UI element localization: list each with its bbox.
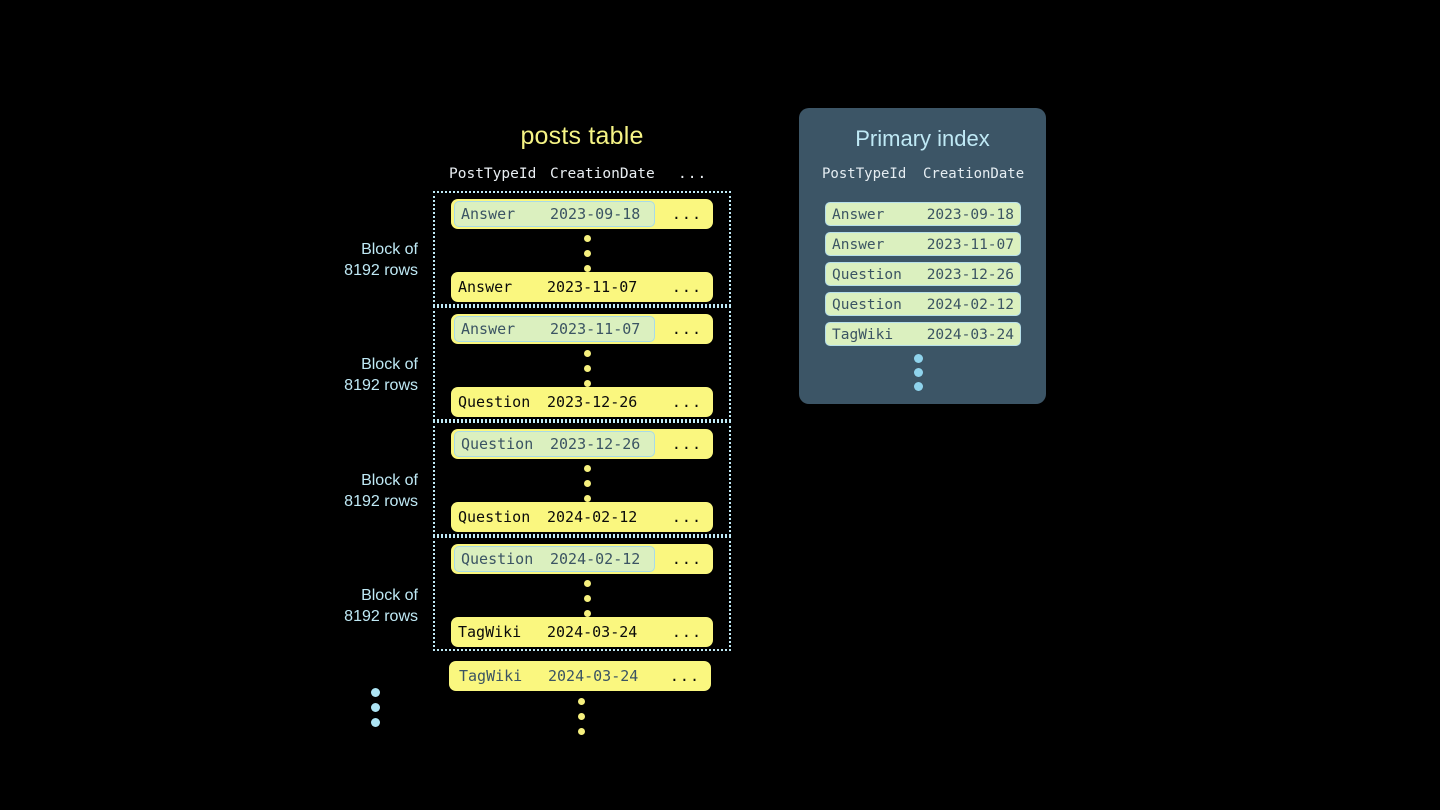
cell-posttypeid: TagWiki xyxy=(832,327,894,343)
cell-more-icon: ... xyxy=(671,623,702,641)
index-entry: TagWiki 2024-03-24 xyxy=(825,322,1021,346)
cell-creationdate: 2023-12-26 xyxy=(547,393,638,411)
cell-creationdate: 2024-03-24 xyxy=(547,623,638,641)
block-label-line1: Block of xyxy=(361,356,418,373)
block-label-line2: 8192 rows xyxy=(344,493,418,510)
table-row-trailing: TagWiki 2024-03-24 ... xyxy=(449,661,711,691)
cell-more-icon: ... xyxy=(671,508,702,526)
table-row: TagWiki 2024-03-24 ... xyxy=(451,617,713,647)
cell-more-icon: ... xyxy=(671,320,702,338)
block-label-line1: Block of xyxy=(361,241,418,258)
cell-posttypeid: TagWiki xyxy=(458,623,522,641)
cell-more-icon: ... xyxy=(669,667,700,685)
cell-posttypeid: Question xyxy=(458,393,531,411)
row-highlight-pill xyxy=(454,546,655,572)
column-header-more-icon: ... xyxy=(678,166,708,182)
block-label-line2: 8192 rows xyxy=(344,262,418,279)
block-label: Block of 8192 rows xyxy=(288,354,418,396)
posts-table-title: posts table xyxy=(520,122,644,150)
table-row: Answer 2023-11-07 ... xyxy=(451,314,713,344)
primary-index-column-headers: PostTypeId CreationDate xyxy=(799,166,1046,186)
cell-more-icon: ... xyxy=(671,550,702,568)
cell-creationdate: 2024-02-12 xyxy=(550,550,641,568)
table-row: Question 2024-02-12 ... xyxy=(451,544,713,574)
table-row: Answer 2023-11-07 ... xyxy=(451,272,713,302)
cell-creationdate: 2023-11-07 xyxy=(547,278,638,296)
cell-more-icon: ... xyxy=(671,393,702,411)
cell-posttypeid: Answer xyxy=(832,237,885,253)
primary-index-title: Primary index xyxy=(855,126,990,151)
block-label: Block of 8192 rows xyxy=(288,239,418,281)
column-header-creationdate: CreationDate xyxy=(923,166,1025,182)
index-entry: Answer 2023-09-18 xyxy=(825,202,1021,226)
table-row: Answer 2023-09-18 ... xyxy=(451,199,713,229)
cell-creationdate: 2024-02-12 xyxy=(926,297,1014,313)
cell-posttypeid: Question xyxy=(832,297,902,313)
cell-creationdate: 2024-03-24 xyxy=(926,327,1014,343)
cell-posttypeid: Question xyxy=(458,508,531,526)
cell-creationdate: 2023-11-07 xyxy=(550,320,641,338)
column-header-posttypeid: PostTypeId xyxy=(822,166,907,182)
block-label: Block of 8192 rows xyxy=(288,585,418,627)
primary-index-entries: Answer 2023-09-18 Answer 2023-11-07 Ques… xyxy=(825,202,1021,352)
cell-posttypeid: Answer xyxy=(832,207,885,223)
table-block: Question 2023-12-26 ... Question 2024-02… xyxy=(433,421,731,536)
cell-more-icon: ... xyxy=(671,435,702,453)
table-block: Answer 2023-11-07 ... Question 2023-12-2… xyxy=(433,306,731,421)
cell-posttypeid: Question xyxy=(461,435,534,453)
table-row: Question 2023-12-26 ... xyxy=(451,429,713,459)
row-highlight-pill xyxy=(454,316,655,342)
block-label-line2: 8192 rows xyxy=(344,608,418,625)
column-header-creationdate: CreationDate xyxy=(550,166,655,182)
table-vertical-ellipsis-icon xyxy=(578,698,586,735)
cell-creationdate: 2023-12-26 xyxy=(926,267,1014,283)
cell-creationdate: 2023-09-18 xyxy=(550,205,641,223)
cell-posttypeid: Answer xyxy=(458,278,513,296)
block-label-line2: 8192 rows xyxy=(344,377,418,394)
posts-table-column-headers: PostTypeId CreationDate ... xyxy=(433,166,731,186)
primary-index-panel: Primary index PostTypeId CreationDate An… xyxy=(799,108,1046,404)
vertical-ellipsis-icon xyxy=(584,580,592,617)
blocks-vertical-ellipsis-icon xyxy=(371,688,381,727)
table-row: Question 2023-12-26 ... xyxy=(451,387,713,417)
cell-creationdate: 2023-09-18 xyxy=(926,207,1014,223)
row-highlight-pill xyxy=(454,201,655,227)
row-highlight-pill xyxy=(454,431,655,457)
index-entry: Question 2024-02-12 xyxy=(825,292,1021,316)
table-block: Answer 2023-09-18 ... Answer 2023-11-07 … xyxy=(433,191,731,306)
cell-posttypeid: Question xyxy=(832,267,902,283)
cell-more-icon: ... xyxy=(671,278,702,296)
vertical-ellipsis-icon xyxy=(584,235,592,272)
cell-more-icon: ... xyxy=(671,205,702,223)
block-label-line1: Block of xyxy=(361,472,418,489)
cell-creationdate: 2023-11-07 xyxy=(926,237,1014,253)
table-block: Question 2024-02-12 ... TagWiki 2024-03-… xyxy=(433,536,731,651)
index-vertical-ellipsis-icon xyxy=(914,354,924,391)
cell-posttypeid: Answer xyxy=(461,320,516,338)
cell-creationdate: 2024-02-12 xyxy=(547,508,638,526)
table-row: Question 2024-02-12 ... xyxy=(451,502,713,532)
block-label: Block of 8192 rows xyxy=(288,470,418,512)
index-entry: Question 2023-12-26 xyxy=(825,262,1021,286)
cell-posttypeid: TagWiki xyxy=(459,667,523,685)
cell-creationdate: 2023-12-26 xyxy=(550,435,641,453)
cell-posttypeid: Question xyxy=(461,550,534,568)
block-label-line1: Block of xyxy=(361,587,418,604)
cell-creationdate: 2024-03-24 xyxy=(548,667,639,685)
column-header-posttypeid: PostTypeId xyxy=(449,166,537,182)
cell-posttypeid: Answer xyxy=(461,205,516,223)
vertical-ellipsis-icon xyxy=(584,465,592,502)
vertical-ellipsis-icon xyxy=(584,350,592,387)
index-entry: Answer 2023-11-07 xyxy=(825,232,1021,256)
posts-table-blocks: Answer 2023-09-18 ... Answer 2023-11-07 … xyxy=(433,191,731,651)
